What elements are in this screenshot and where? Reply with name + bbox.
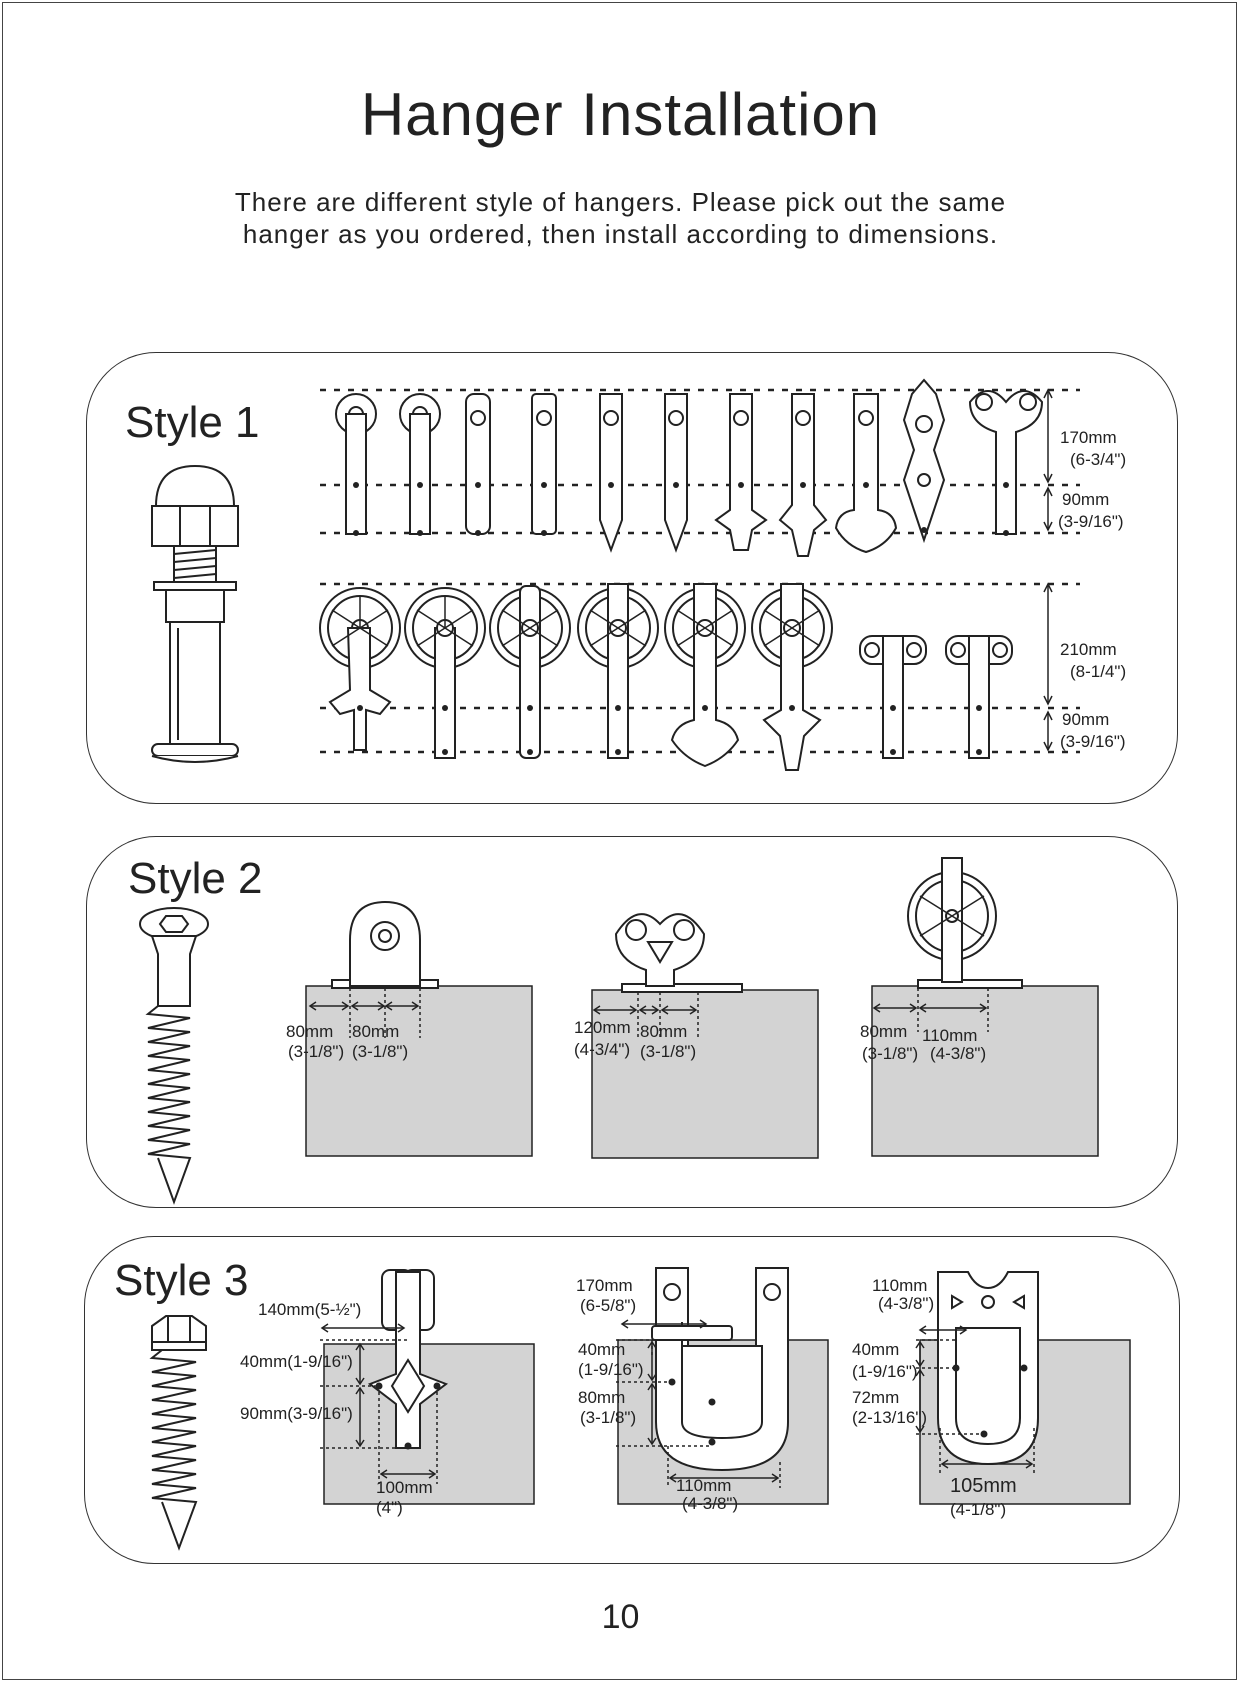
style3-d2-v2-mm: 80mm — [578, 1388, 626, 1407]
style2-diagram-1 — [305, 900, 533, 1157]
style3-diagram-2 — [616, 1267, 829, 1505]
style3-d3-v2-mm: 72mm — [852, 1388, 900, 1407]
style2-d2-b-mm: 80mm — [640, 1022, 688, 1041]
lag-screw-icon — [139, 907, 209, 1205]
style2-d3-b-mm: 110mm — [922, 1026, 978, 1045]
style3-d1-top: 140mm(5-½") — [258, 1300, 362, 1319]
style2-d2-b-in: (3-1/8") — [640, 1042, 697, 1061]
style3-d2-top-mm: 170mm — [576, 1276, 633, 1295]
style3-d3-bottom-mm: 105mm — [950, 1475, 1017, 1497]
style1-row1-dim2-in: (3-9/16") — [1058, 512, 1124, 531]
style2-d3-a-mm: 80mm — [860, 1022, 908, 1041]
style3-d2-top-in: (6-5/8") — [580, 1296, 637, 1315]
style1-row1-dim1-mm: 170mm — [1060, 428, 1117, 447]
style1-row2-hangers — [319, 582, 1080, 771]
intro-line-1: There are different style of hangers. Pl… — [234, 187, 1007, 217]
style2-d3-a-in: (3-1/8") — [862, 1044, 919, 1063]
style2-diagram-3 — [871, 857, 1099, 1157]
style2-d2-a-mm: 120mm — [574, 1018, 631, 1037]
style3-d2-bottom-in: (4-3/8") — [682, 1494, 739, 1513]
bolt-icon — [151, 464, 239, 763]
style1-label: Style 1 — [125, 398, 260, 447]
style2-diagram-2 — [591, 913, 819, 1159]
style3-d1-bottom-mm: 100mm — [376, 1478, 433, 1497]
intro-text: There are different style of hangers. Pl… — [100, 186, 1141, 250]
style1-row2-dim1-in: (8-1/4") — [1070, 662, 1127, 681]
style1-row1-dim1-in: (6-3/4") — [1070, 450, 1127, 469]
page-title: Hanger Installation — [360, 81, 881, 148]
style2-d1-b-in: (3-1/8") — [352, 1042, 409, 1061]
style3-d2-bottom-mm: 110mm — [676, 1476, 732, 1495]
style3-d1-v1: 40mm(1-9/16") — [240, 1352, 353, 1371]
style2-d3-b-in: (4-3/8") — [930, 1044, 987, 1063]
intro-line-2: hanger as you ordered, then install acco… — [242, 219, 999, 249]
style2-panel — [86, 836, 1178, 1208]
style3-diagram-1 — [320, 1269, 535, 1505]
style3-d1-v2: 90mm(3-9/16") — [240, 1404, 353, 1423]
style3-d1-bottom-in: (4") — [376, 1498, 403, 1517]
style3-d3-top-in: (4-3/8") — [878, 1294, 935, 1313]
style3-d3-v2-in: (2-13/16") — [852, 1408, 928, 1427]
style1-row1-hangers — [320, 378, 1080, 557]
style3-d2-v1-mm: 40mm — [578, 1340, 626, 1359]
style3-d3-bottom-in: (4-1/8") — [950, 1500, 1007, 1519]
style3-label: Style 3 — [114, 1256, 249, 1305]
style2-d1-a-in: (3-1/8") — [288, 1042, 345, 1061]
style3-d2-v1-in: (1-9/16") — [578, 1360, 644, 1379]
style2-d2-a-in: (4-3/4") — [574, 1040, 631, 1059]
style3-d3-v1-mm: 40mm — [852, 1340, 900, 1359]
style1-row2-dim2-mm: 90mm — [1062, 710, 1110, 729]
style3-d3-v1-in: (1-9/16") — [852, 1362, 918, 1381]
style2-label: Style 2 — [128, 854, 263, 903]
style1-row2-dim2-in: (3-9/16") — [1060, 732, 1126, 751]
style3-diagram-3 — [915, 1271, 1131, 1505]
style1-row2-dim1-mm: 210mm — [1060, 640, 1117, 659]
hex-lag-screw-icon — [149, 1315, 207, 1551]
style3-d2-v2-in: (3-1/8") — [580, 1408, 637, 1427]
style1-panel — [86, 352, 1178, 804]
style1-row1-dim2-mm: 90mm — [1062, 490, 1110, 509]
style2-d1-b-mm: 80mm — [352, 1022, 400, 1041]
style3-d3-top-mm: 110mm — [872, 1276, 928, 1295]
style3-panel — [84, 1236, 1180, 1564]
page-number: 10 — [601, 1598, 640, 1636]
style2-d1-a-mm: 80mm — [286, 1022, 334, 1041]
